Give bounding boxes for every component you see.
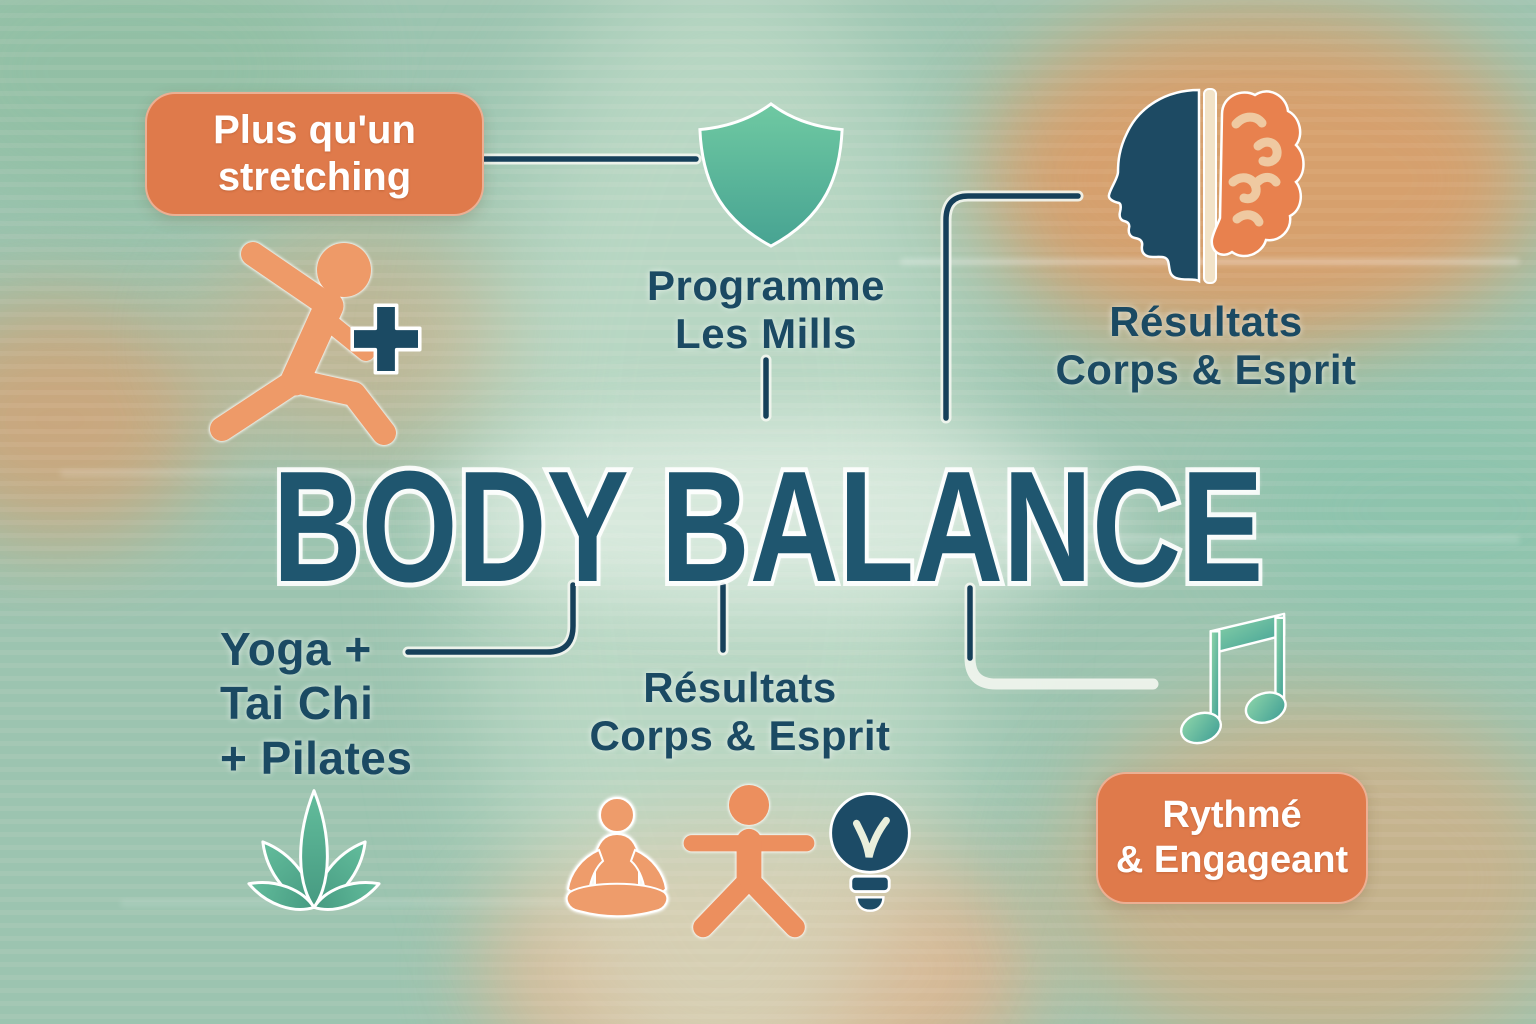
label-line: Tai Chi	[220, 676, 460, 731]
badge-line: stretching	[217, 155, 412, 199]
lightbulb-icon	[829, 792, 911, 912]
label-line: Résultats	[540, 664, 940, 712]
label-line: Résultats	[1006, 298, 1406, 346]
badge-plus-quun-stretching: Plus qu'un stretching	[145, 92, 484, 216]
label-line: Programme	[566, 262, 966, 310]
label-programme-les-mills: Programme Les Mills	[566, 262, 966, 358]
head-profile-shape	[1107, 88, 1201, 284]
page-title: BODY BALANCE	[169, 448, 1367, 606]
label-line: Corps & Esprit	[1006, 346, 1406, 394]
label-line: + Pilates	[220, 731, 460, 786]
warrior-pose-icon	[683, 784, 815, 938]
stretching-person-icon	[210, 242, 396, 445]
music-note-icon	[1179, 612, 1287, 745]
badge-line: Rythmé	[1162, 794, 1302, 837]
lotus-icon	[247, 789, 381, 911]
label-line: Corps & Esprit	[540, 712, 940, 760]
label-line: Les Mills	[566, 310, 966, 358]
plus-icon	[350, 303, 422, 375]
background-streak	[120, 900, 620, 907]
badge-rythme-engageant: Rythmé & Engageant	[1096, 772, 1368, 904]
label-line: Yoga +	[220, 622, 460, 677]
badge-line: & Engageant	[1115, 839, 1349, 881]
label-resultats-corps-esprit-bottom: Résultats Corps & Esprit	[540, 664, 940, 760]
badge-line: Plus qu'un	[213, 107, 416, 152]
shield-icon	[698, 102, 844, 248]
label-resultats-corps-esprit-top: Résultats Corps & Esprit	[1006, 298, 1406, 394]
brain-shape	[1210, 90, 1305, 258]
label-yoga-taichi-pilates: Yoga + Tai Chi + Pilates	[220, 622, 460, 785]
meditation-icon	[565, 797, 669, 918]
head-brain-icon	[1107, 88, 1305, 284]
